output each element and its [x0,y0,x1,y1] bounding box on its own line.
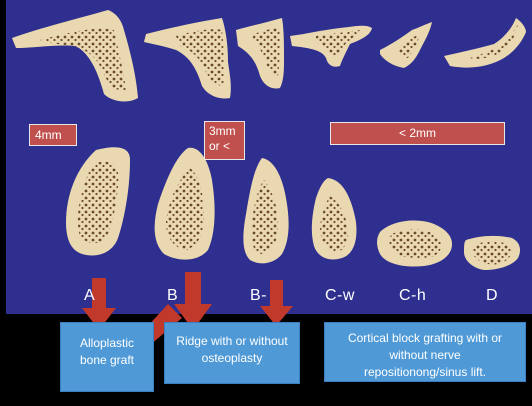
class-label-b: B [167,287,178,305]
treatment-alloplastic: Alloplastic bone graft [60,322,154,392]
ridge-class-b [155,148,215,260]
treatment-line: osteoplasty [165,350,299,367]
width-tag-3mm: 3mm or < [204,121,245,160]
tag-label: < 2mm [331,126,504,140]
class-label-d: D [486,287,498,305]
treatment-line: repositionong/sinus lift. [325,364,525,381]
treatment-line: Cortical block grafting with or [325,330,525,347]
tag-label-line2: or < [209,139,244,154]
ridge-class-a [66,147,130,255]
top-bone-3 [236,18,284,89]
treatment-line: without nerve [325,347,525,364]
ridge-class-d [464,236,520,270]
class-label-b-minus: B- [250,287,267,305]
class-label-a: A [84,287,95,305]
top-bone-4 [290,26,372,67]
treatment-line: bone graft [61,352,153,369]
top-bone-6 [444,18,526,68]
top-bone-5 [380,22,432,68]
treatment-line: Alloplastic [61,335,153,352]
class-label-c-w: C-w [325,287,355,305]
treatment-line: Ridge with or without [165,333,299,350]
width-tag-4mm: 4mm [29,124,77,146]
class-label-c-h: C-h [399,287,426,305]
ridge-class-c-h [377,220,452,266]
top-bone-2 [144,18,231,99]
treatment-ridge-osteoplasty: Ridge with or without osteoplasty [164,322,300,384]
top-bone-1 [12,10,138,101]
tag-label: 4mm [35,128,76,142]
tag-label-line1: 3mm [209,124,244,139]
ridge-class-c-w [312,178,357,260]
treatment-cortical-block: Cortical block grafting with or without … [324,322,526,382]
width-tag-less-2mm: < 2mm [330,122,505,145]
ridge-class-b-minus [243,158,288,263]
